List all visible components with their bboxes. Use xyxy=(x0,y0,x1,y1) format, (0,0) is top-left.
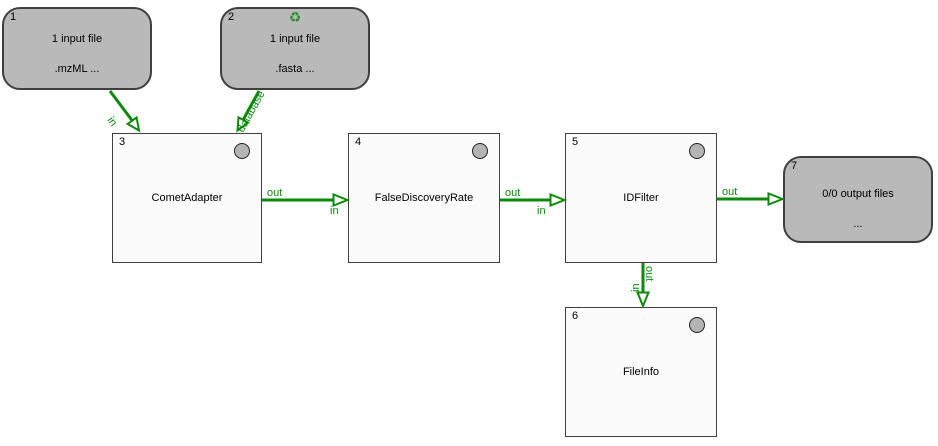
node-input-mzml[interactable]: 1 1 input file .mzML ... xyxy=(2,7,152,90)
node-number: 4 xyxy=(355,136,362,148)
node-number: 1 xyxy=(10,11,17,23)
status-circle-icon xyxy=(234,143,250,159)
node-tool-idfilter[interactable]: 5 IDFilter xyxy=(565,133,717,263)
edge-source-label: out xyxy=(267,187,282,199)
edge-target-label: database xyxy=(235,89,267,134)
arrowhead-icon xyxy=(767,192,786,206)
node-input-fasta[interactable]: 2 ♻ 1 input file .fasta ... xyxy=(220,7,370,90)
node-tool-cometadapter[interactable]: 3 CometAdapter xyxy=(112,133,262,263)
node-filetype: .mzML ... xyxy=(54,63,100,75)
node-tool-fileinfo[interactable]: 6 FileInfo xyxy=(565,307,717,437)
status-circle-icon xyxy=(472,143,488,159)
edge-target-label: in xyxy=(630,283,642,292)
node-title: IDFilter xyxy=(623,192,659,204)
node-title: FalseDiscoveryRate xyxy=(374,192,474,204)
arrowhead-icon xyxy=(236,115,250,133)
node-title: CometAdapter xyxy=(151,192,223,204)
edge-source-label: out xyxy=(722,186,737,198)
edge-input2-to-cometadapter[interactable]: database xyxy=(235,89,267,134)
node-tool-falsediscoveryrate[interactable]: 4 FalseDiscoveryRate xyxy=(348,133,500,263)
node-ellipsis: ... xyxy=(853,218,863,230)
status-circle-icon xyxy=(689,143,705,159)
arrowhead-icon xyxy=(332,193,351,207)
node-number: 5 xyxy=(572,136,579,148)
edge-input1-to-cometadapter[interactable]: in xyxy=(105,90,141,133)
recycle-icon: ♻ xyxy=(288,9,302,25)
edge-idfilter-to-output[interactable]: out xyxy=(717,186,786,206)
node-number: 6 xyxy=(572,310,579,322)
node-title: FileInfo xyxy=(622,366,660,378)
edge-line xyxy=(108,90,134,122)
node-title: 0/0 output files xyxy=(822,188,894,200)
edge-source-label: out xyxy=(505,187,520,199)
edge-idfilter-to-fileinfo[interactable]: out in xyxy=(630,263,655,309)
node-title: 1 input file xyxy=(51,33,103,45)
edge-target-label: in xyxy=(105,115,120,129)
node-title: 1 input file xyxy=(269,33,321,45)
node-number: 7 xyxy=(791,160,798,172)
edge-target-label: in xyxy=(537,205,546,217)
edge-cometadapter-to-falsediscoveryrate[interactable]: out in xyxy=(262,187,351,217)
arrowhead-icon xyxy=(125,115,141,133)
status-circle-icon xyxy=(689,317,705,333)
arrowhead-icon xyxy=(636,291,650,309)
edge-line xyxy=(241,90,261,122)
node-number: 3 xyxy=(119,136,126,148)
node-filetype: .fasta ... xyxy=(275,63,315,75)
arrowhead-icon xyxy=(549,193,568,207)
edge-target-label: in xyxy=(330,205,339,217)
node-number: 2 xyxy=(228,11,235,23)
node-output-files[interactable]: 7 0/0 output files ... xyxy=(783,156,933,243)
edge-source-label: out xyxy=(643,266,655,281)
edge-falsediscoveryrate-to-idfilter[interactable]: out in xyxy=(500,187,568,217)
